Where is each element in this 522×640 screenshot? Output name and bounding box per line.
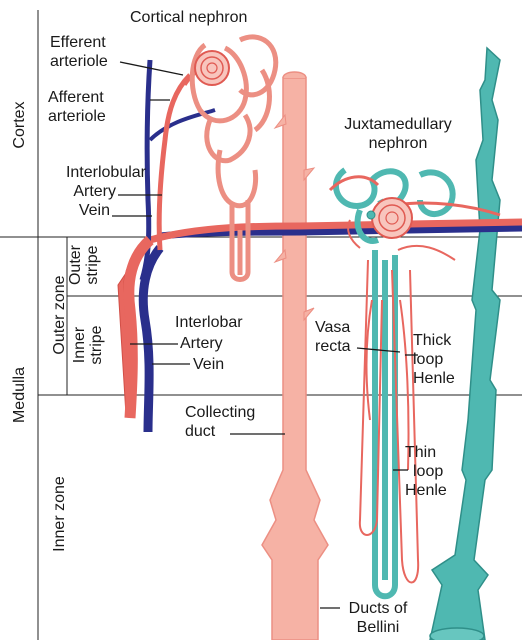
interlobar-vein	[143, 248, 160, 432]
collecting-line1: Collecting	[185, 403, 255, 422]
label-afferent-arteriole: Afferent arteriole	[48, 88, 106, 126]
vasa-line2: recta	[315, 337, 351, 356]
label-interlobar-artery: Artery	[180, 334, 223, 353]
label-cortical-nephron: Cortical nephron	[130, 8, 247, 27]
label-collecting-duct: Collecting duct	[185, 403, 255, 441]
outer-stripe-line1: Outer	[67, 235, 84, 295]
label-vasa-recta: Vasa recta	[315, 318, 351, 356]
thick-line1: Thick	[413, 331, 455, 350]
outer-stripe-line2: stripe	[84, 235, 101, 295]
label-thick-loop-henle: Thick loop Henle	[413, 331, 455, 388]
thin-line1: Thin	[405, 443, 447, 462]
region-inner-zone: Inner zone	[51, 469, 69, 559]
collecting-duct	[262, 72, 328, 640]
region-cortex: Cortex	[11, 95, 29, 155]
collecting-line2: duct	[185, 422, 255, 441]
interlobular-title: Interlobular	[42, 163, 146, 182]
juxta-line2: nephron	[328, 134, 468, 153]
thick-line3: Henle	[413, 369, 455, 388]
inner-stripe-line2: stripe	[88, 315, 105, 375]
label-ducts-of-bellini: Ducts of Bellini	[338, 599, 418, 637]
interlobular-artery	[159, 62, 212, 250]
afferent-line1: Afferent	[48, 88, 106, 107]
thick-line2: loop	[413, 350, 455, 369]
thin-line2: loop	[405, 462, 447, 481]
bellini-line1: Ducts of	[338, 599, 418, 618]
efferent-line1: Efferent	[50, 33, 108, 52]
region-outer-stripe: Outer stripe	[67, 235, 101, 295]
interlobular-vein-text: Vein	[42, 201, 146, 220]
afferent-line2: arteriole	[48, 107, 106, 126]
inner-stripe-line1: Inner	[71, 315, 88, 375]
efferent-line2: arteriole	[50, 52, 108, 71]
vasa-recta	[348, 220, 455, 583]
label-interlobar-vein: Vein	[193, 355, 224, 374]
interlobar-title: Interlobar	[175, 313, 243, 332]
region-inner-stripe: Inner stripe	[71, 315, 105, 375]
label-efferent-arteriole: Efferent arteriole	[50, 33, 108, 71]
label-juxtamedullary-nephron: Juxtamedullary nephron	[328, 115, 468, 153]
region-medulla: Medulla	[11, 355, 29, 435]
cortical-glomerulus	[195, 51, 229, 85]
label-interlobar: Interlobar	[175, 313, 243, 332]
interlobular-artery-text: Artery	[42, 182, 146, 201]
bellini-line2: Bellini	[338, 618, 418, 637]
thin-line3: Henle	[405, 481, 447, 500]
label-thin-loop-henle: Thin loop Henle	[405, 443, 447, 500]
juxta-line1: Juxtamedullary	[328, 115, 468, 134]
label-interlobular: Interlobular Artery Vein	[42, 163, 146, 220]
vasa-line1: Vasa	[315, 318, 351, 337]
